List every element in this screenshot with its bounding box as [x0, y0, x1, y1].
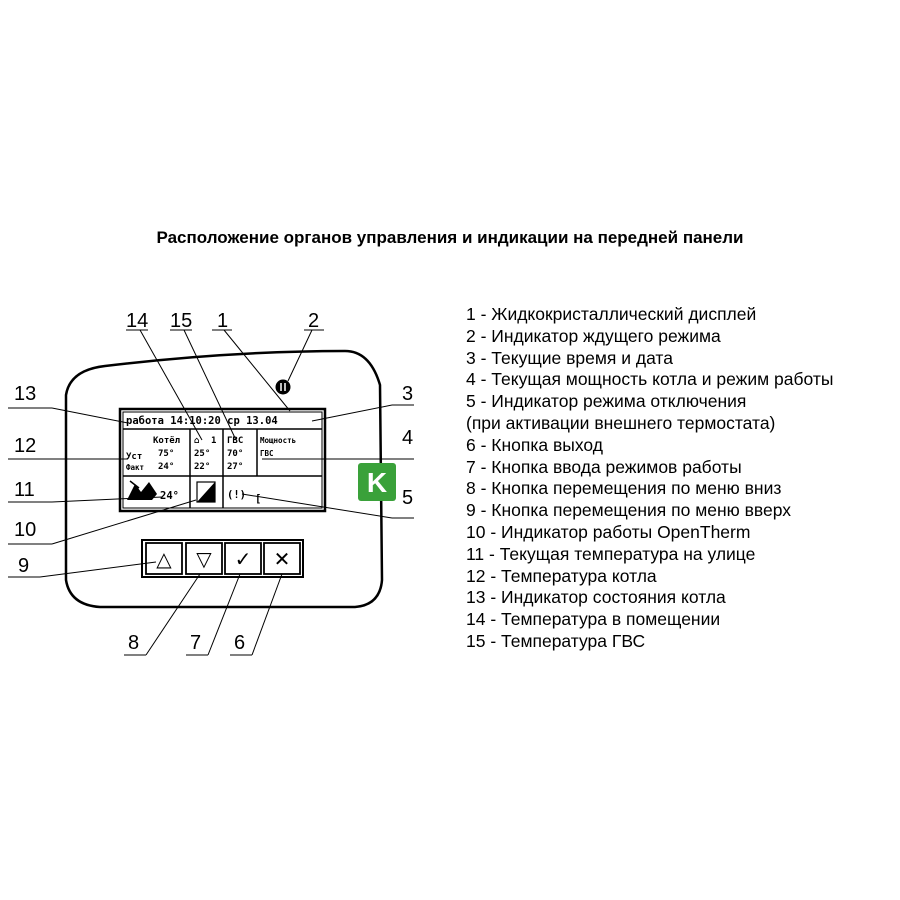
lcd-outdoor-temp: 24°	[160, 490, 179, 502]
callout-3: 3	[402, 383, 413, 405]
leader-11-b	[51, 496, 163, 503]
legend-item: 9 - Кнопка перемещения по меню вверх	[466, 500, 792, 521]
up-arrow-icon: △	[156, 547, 172, 571]
leader-9-b	[39, 561, 157, 578]
legend-item: 11 - Текущая температура на улице	[466, 543, 756, 564]
lcd-boiler-header: Котёл	[153, 436, 180, 446]
brand-logo: K	[358, 463, 396, 501]
legend-item: 1 - Жидкокристаллический дисплей	[466, 304, 757, 324]
lcd-bracket: [	[255, 493, 261, 505]
callout-9: 9	[18, 555, 29, 577]
enter-button[interactable]: ✓	[224, 542, 262, 575]
leader-5-b	[241, 493, 393, 519]
legend-item: 8 - Кнопка перемещения по меню вниз	[466, 478, 782, 499]
boiler-status-icon	[127, 480, 157, 500]
callout-4: 4	[402, 427, 413, 449]
lcd-status-line: работа 14:10:20 ср 13.04	[126, 415, 278, 427]
callout-8: 8	[128, 632, 139, 654]
lcd-disable-indicator: (!)	[227, 489, 246, 501]
leader-7-b	[207, 573, 241, 656]
brand-logo-letter: K	[367, 467, 387, 498]
leader-3-b	[311, 404, 393, 422]
callout-13: 13	[14, 383, 36, 405]
legend-item: (при активации внешнего термостата)	[466, 412, 776, 433]
down-arrow-icon: ▽	[196, 547, 212, 571]
leader-1-b	[223, 329, 291, 412]
lcd-room-value: 1	[211, 436, 216, 446]
lcd-set-label: Уст	[126, 452, 142, 462]
down-button[interactable]: ▽	[185, 542, 223, 575]
callout-7: 7	[190, 632, 201, 654]
legend-item: 12 - Температура котла	[466, 565, 657, 586]
callout-10: 10	[14, 519, 36, 541]
legend-item: 2 - Индикатор ждущего режима	[466, 325, 721, 346]
callout-5: 5	[402, 487, 413, 509]
legend-item: 3 - Текущие время и дата	[466, 347, 673, 368]
lcd-set-dhw: 70°	[227, 449, 243, 459]
callout-15: 15	[170, 310, 192, 332]
callout-1: 1	[217, 310, 228, 332]
legend-item: 13 - Индикатор состояния котла	[466, 587, 726, 608]
lcd-fact-room: 22°	[194, 462, 210, 472]
page-title: Расположение органов управления и индика…	[156, 228, 744, 247]
legend-item: 10 - Индикатор работы OpenTherm	[466, 521, 751, 542]
leader-13-b	[51, 407, 129, 424]
lcd-mode: ГВС	[260, 449, 274, 458]
legend-item: 14 - Температура в помещении	[466, 609, 721, 630]
leader-14-b	[139, 329, 203, 441]
lcd-dhw-header: ГВС	[227, 436, 243, 446]
legend-item: 15 - Температура ГВС	[466, 630, 646, 651]
lcd-set-room: 25°	[194, 449, 210, 459]
opentherm-icon	[196, 481, 216, 503]
legend-item: 7 - Кнопка ввода режимов работы	[466, 456, 742, 477]
exit-button[interactable]: ✕	[263, 542, 301, 575]
leader-2-b	[287, 329, 313, 382]
up-button[interactable]: △	[145, 542, 183, 575]
callout-11: 11	[14, 479, 35, 501]
room-temp-icon: ⌂	[194, 436, 199, 446]
lcd-set-boiler: 75°	[158, 449, 174, 459]
standby-indicator	[275, 379, 291, 395]
legend-item: 5 - Индикатор режима отключения	[466, 391, 747, 412]
legend-item: 4 - Текущая мощность котла и режим работ…	[466, 369, 834, 390]
lcd-display: работа 14:10:20 ср 13.04 Котёл ⌂ 1 ГВС М…	[118, 407, 327, 513]
callout-14: 14	[126, 310, 148, 332]
leader-6-b	[251, 573, 283, 656]
lcd-power-header: Мощность	[260, 436, 296, 445]
leader-10-b	[51, 499, 197, 545]
lcd-fact-boiler: 24°	[158, 462, 174, 472]
leader-8-b	[145, 573, 201, 656]
lcd-fact-label: Факт	[126, 463, 144, 472]
leader-15-b	[183, 329, 237, 441]
callout-2: 2	[308, 310, 319, 332]
close-icon: ✕	[274, 547, 291, 571]
callout-6: 6	[234, 632, 245, 654]
legend-item: 6 - Кнопка выход	[466, 434, 603, 455]
check-icon: ✓	[235, 547, 252, 571]
callout-12: 12	[14, 435, 36, 457]
lcd-fact-dhw: 27°	[227, 462, 243, 472]
